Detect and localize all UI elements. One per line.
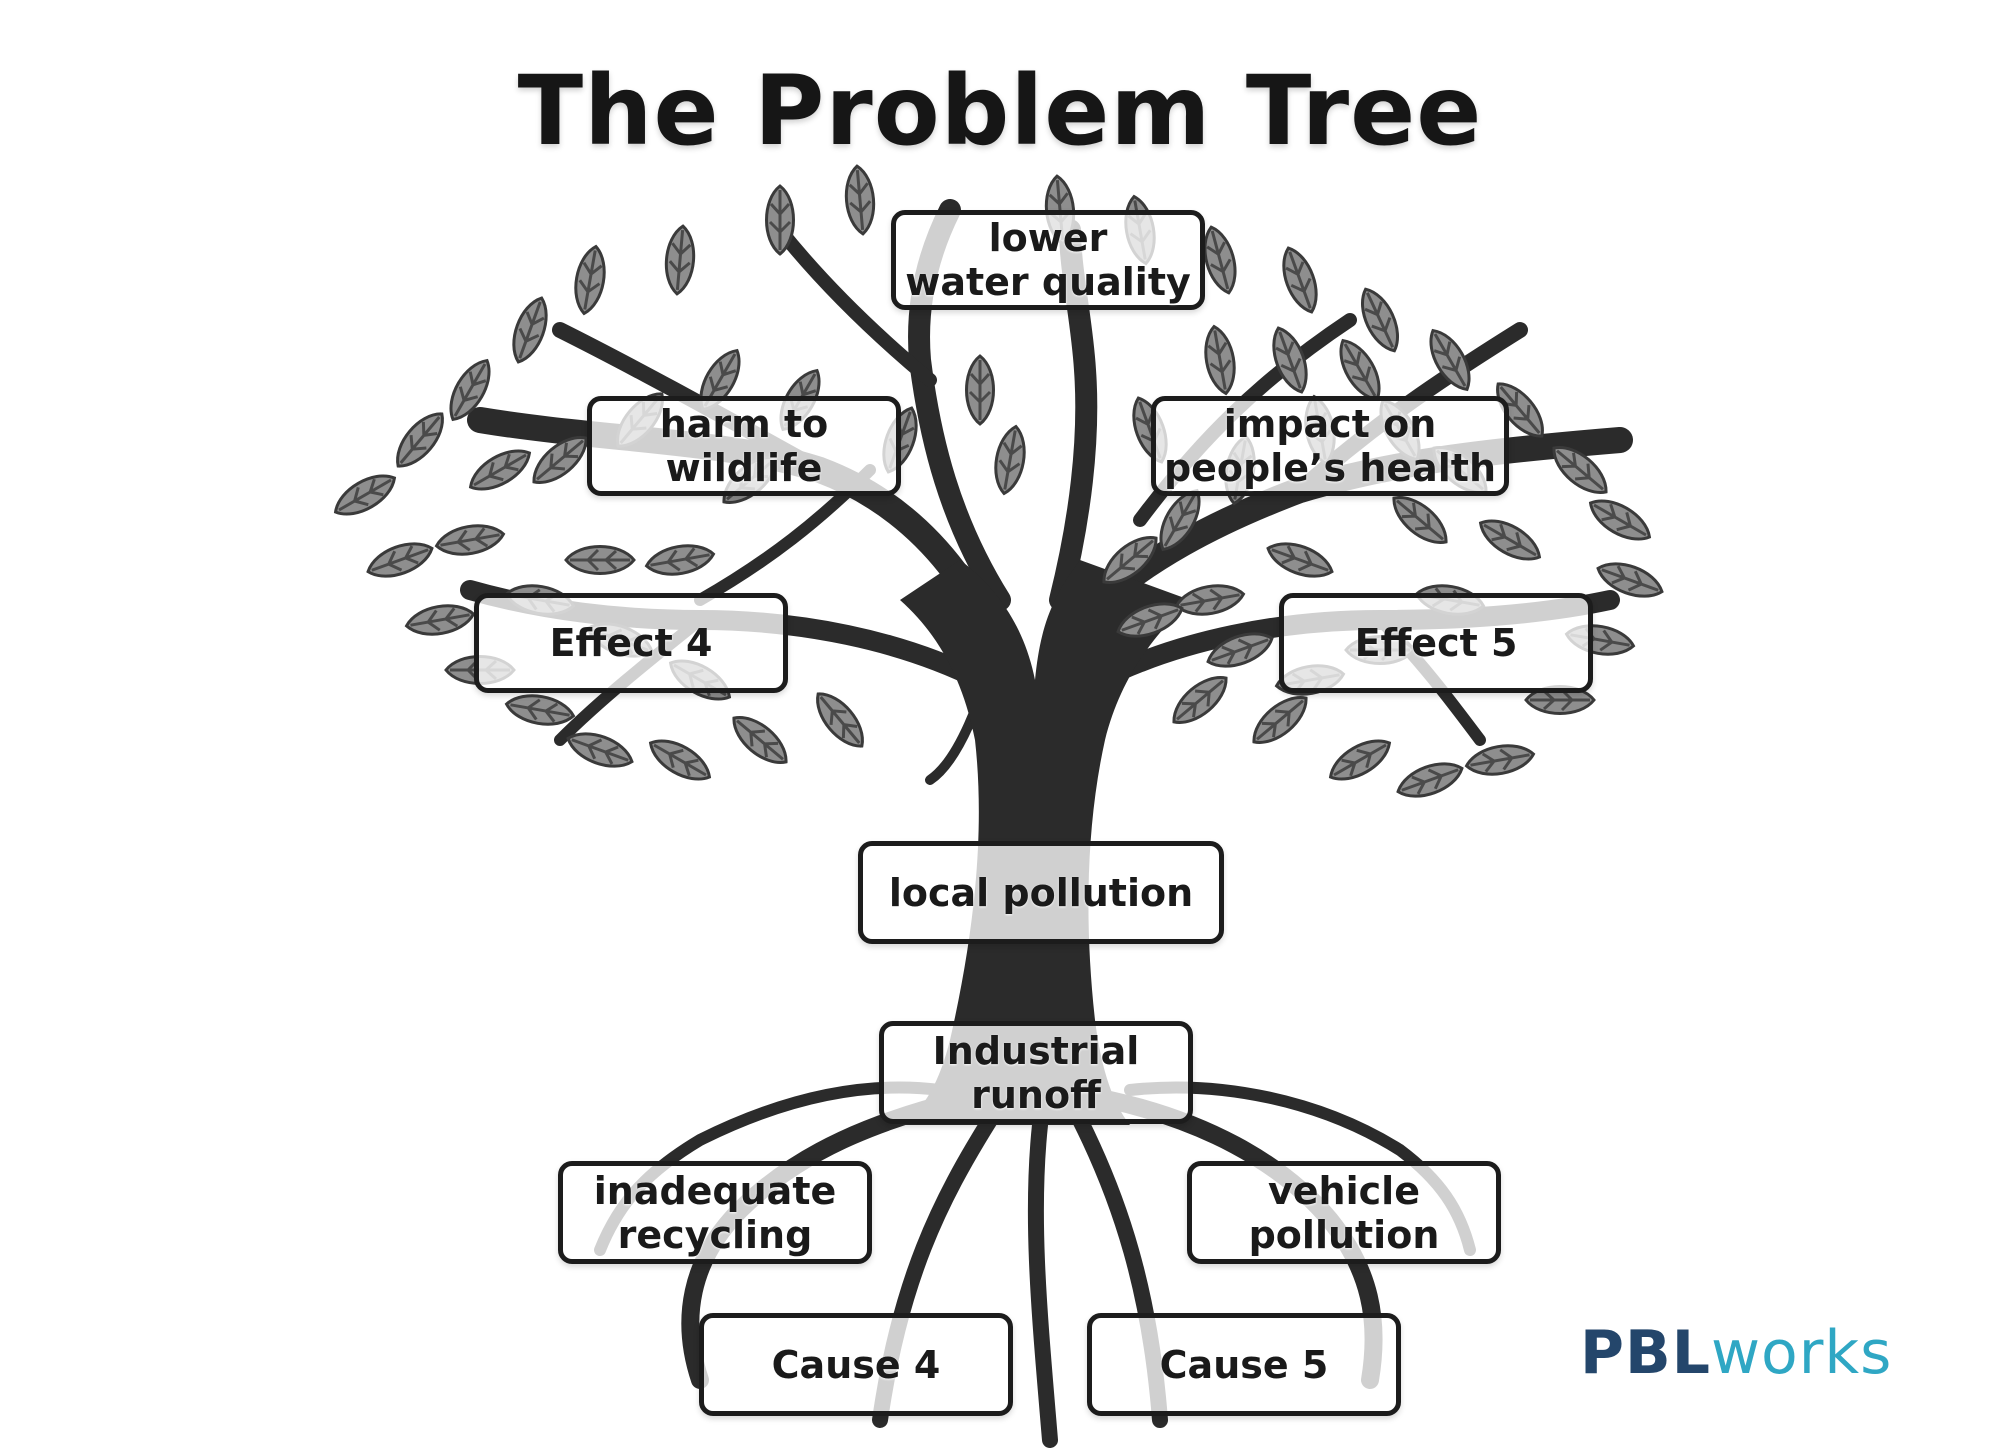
cause-left-line2: recycling	[617, 1212, 813, 1257]
cause-4-box: Cause 4	[699, 1313, 1013, 1416]
leaf-icon	[1429, 328, 1471, 392]
leaf-icon	[1172, 676, 1228, 724]
leaf-icon	[574, 244, 606, 316]
effect-left-box: harm to wildlife	[587, 396, 901, 496]
leaf-icon	[333, 474, 397, 516]
leaf-icon	[396, 412, 444, 468]
leaf-icon	[434, 524, 506, 556]
cause-5-label: Cause 5	[1159, 1342, 1329, 1387]
leaf-icon	[765, 184, 795, 256]
cause-main-line1: Industrial	[932, 1028, 1140, 1073]
leaf-icon	[449, 358, 491, 422]
branch	[773, 223, 937, 387]
cause-left-box: inadequate recycling	[558, 1161, 872, 1264]
effect-4-label: Effect 4	[549, 621, 713, 665]
leaf-icon	[1596, 562, 1664, 598]
leaf-icon	[648, 739, 712, 781]
cause-right-line1: vehicle	[1268, 1168, 1420, 1213]
leaf-icon	[664, 224, 696, 296]
cause-main-box: Industrial runoff	[879, 1021, 1193, 1124]
leaf-icon	[1496, 382, 1544, 438]
leaf-icon	[1588, 499, 1652, 541]
leaf-icon	[844, 164, 876, 236]
effect-top-line2: water quality	[905, 260, 1191, 304]
leaf-icon	[1396, 762, 1464, 798]
pblworks-logo: PBLworks	[1580, 1318, 1892, 1388]
cause-5-box: Cause 5	[1087, 1313, 1401, 1416]
leaf-icon	[1339, 338, 1381, 402]
leaf-icon	[512, 296, 548, 364]
leaf-icon	[1203, 225, 1237, 295]
leaf-icon	[1392, 496, 1448, 544]
leaf-icon	[1266, 542, 1334, 578]
leaf-icon	[1252, 696, 1308, 744]
cause-left-line1: inadequate	[593, 1168, 837, 1213]
cause-4-label: Cause 4	[771, 1342, 941, 1387]
logo-works: works	[1710, 1318, 1893, 1388]
leaf-icon	[1524, 685, 1596, 715]
leaf-icon	[504, 694, 576, 726]
leaf-icon	[1282, 246, 1318, 314]
effect-5-box: Effect 5	[1279, 593, 1593, 693]
effect-right-box: impact on people’s health	[1151, 396, 1509, 496]
leaf-icon	[816, 692, 864, 748]
leaf-icon	[404, 604, 476, 636]
page-title: The Problem Tree	[517, 55, 1483, 167]
logo-pbl: PBL	[1580, 1318, 1711, 1388]
problem-label: local pollution	[888, 870, 1194, 915]
leaf-icon	[732, 716, 788, 764]
leaf-icon	[564, 545, 636, 575]
leaf-icon	[1478, 519, 1542, 561]
effect-right-line2: people’s health	[1163, 446, 1497, 490]
effect-5-label: Effect 5	[1354, 621, 1518, 665]
effect-top-line1: lower	[988, 216, 1108, 260]
leaf-icon	[965, 354, 995, 426]
effect-right-line1: impact on	[1223, 402, 1437, 446]
leaf-icon	[644, 544, 716, 576]
leaf-icon	[1102, 536, 1158, 584]
leaf-icon	[1174, 584, 1246, 616]
effect-top-box: lower water quality	[891, 210, 1205, 310]
effect-left-line1: harm to	[659, 402, 829, 446]
effect-left-line2: wildlife	[665, 446, 823, 490]
leaf-icon	[468, 449, 532, 491]
problem-box: local pollution	[858, 841, 1224, 944]
leaf-icon	[1464, 744, 1536, 776]
cause-main-line2: runoff	[971, 1072, 1101, 1117]
leaf-icon	[1552, 446, 1608, 494]
leaf-icon	[1360, 287, 1400, 353]
leaf-icon	[1328, 739, 1392, 781]
leaf-icon	[1204, 324, 1236, 396]
effect-4-box: Effect 4	[474, 593, 788, 693]
cause-right-box: vehicle pollution	[1187, 1161, 1501, 1264]
leaf-icon	[1116, 602, 1184, 638]
leaf-icon	[366, 542, 434, 578]
leaf-icon	[1272, 326, 1308, 394]
cause-right-line2: pollution	[1248, 1212, 1440, 1257]
leaf-icon	[1206, 632, 1274, 668]
leaf-icon	[566, 732, 634, 768]
root	[1027, 1117, 1058, 1448]
leaf-icon	[994, 424, 1026, 496]
leaf-icon	[532, 436, 588, 484]
